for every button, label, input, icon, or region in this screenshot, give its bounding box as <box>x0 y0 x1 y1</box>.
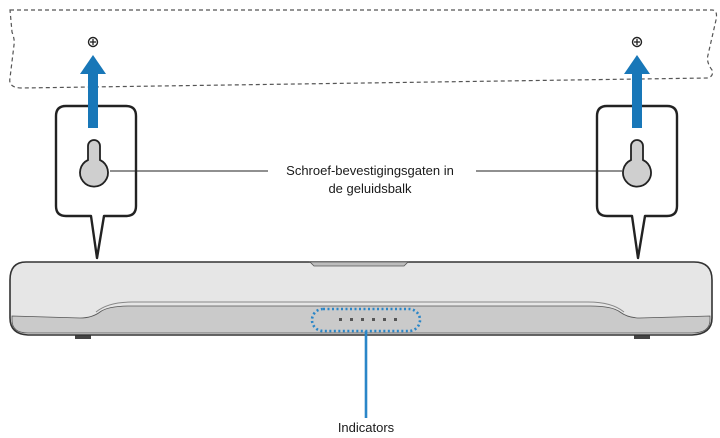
indicator-light <box>372 318 375 321</box>
indicator-light <box>361 318 364 321</box>
keyhole-label-line1: Schroef-bevestigingsgaten in <box>286 163 454 178</box>
keyhole-icon <box>622 139 652 188</box>
soundbar <box>9 261 713 339</box>
screw-icon <box>87 36 99 48</box>
indicator-light <box>350 318 353 321</box>
wall-outline <box>9 9 718 89</box>
indicator-light <box>383 318 386 321</box>
indicators-label: Indicators <box>338 420 395 435</box>
keyhole-label-line2: de geluidsbalk <box>328 181 412 196</box>
keyhole-icon <box>79 139 109 188</box>
screw-icon <box>631 36 643 48</box>
indicator-light <box>339 318 342 321</box>
indicator-light <box>394 318 397 321</box>
